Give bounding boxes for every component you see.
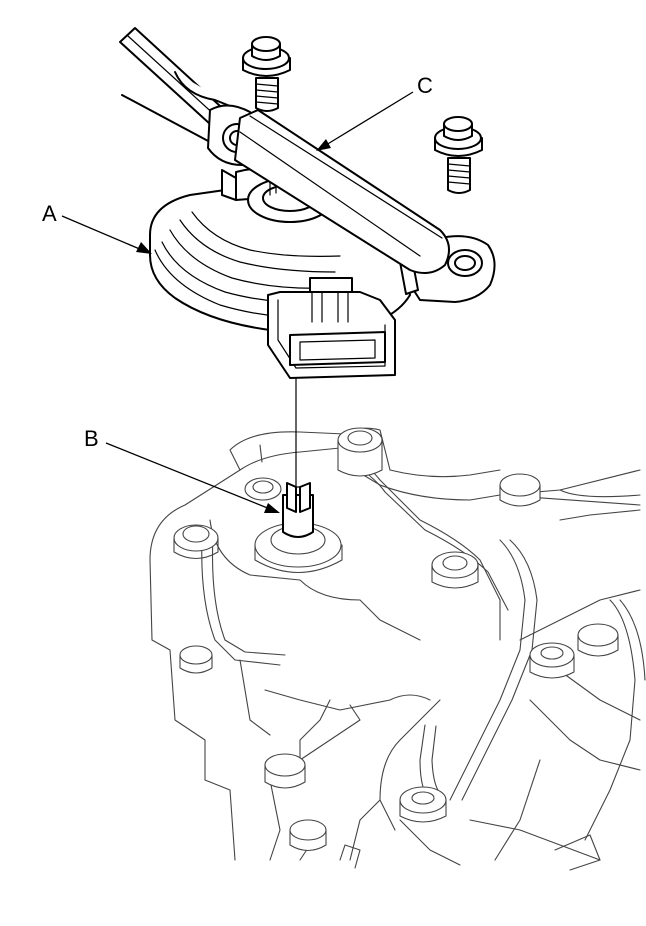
arrowhead-a <box>136 242 152 254</box>
housing-boss-bottom-2 <box>289 819 327 852</box>
mounting-bolt-right <box>434 116 483 194</box>
housing-boss-right <box>499 473 541 507</box>
housing-boss-far-right <box>577 623 619 657</box>
housing-boss-center <box>431 551 479 589</box>
callout-a: A <box>42 201 152 254</box>
label-b: B <box>84 426 99 451</box>
arrowhead-b <box>264 503 280 513</box>
housing-boss-mid-right <box>529 642 575 679</box>
housing-boss-bottom-left <box>264 753 306 789</box>
housing-boss-top <box>337 427 383 477</box>
arrowhead-c <box>316 139 331 151</box>
callout-b: B <box>84 426 280 513</box>
manual-valve-shaft <box>282 482 314 538</box>
housing-boss-left <box>173 524 219 560</box>
housing-boss-lower-left <box>179 645 213 674</box>
mounting-bolt-left <box>242 36 291 112</box>
label-a: A <box>42 201 57 226</box>
housing-boss-bottom <box>399 786 447 823</box>
callout-c: C <box>316 73 433 151</box>
housing-boss-top-left <box>244 477 282 501</box>
alignment-tool <box>119 27 450 275</box>
label-c: C <box>417 73 433 98</box>
transmission-housing <box>149 427 646 871</box>
